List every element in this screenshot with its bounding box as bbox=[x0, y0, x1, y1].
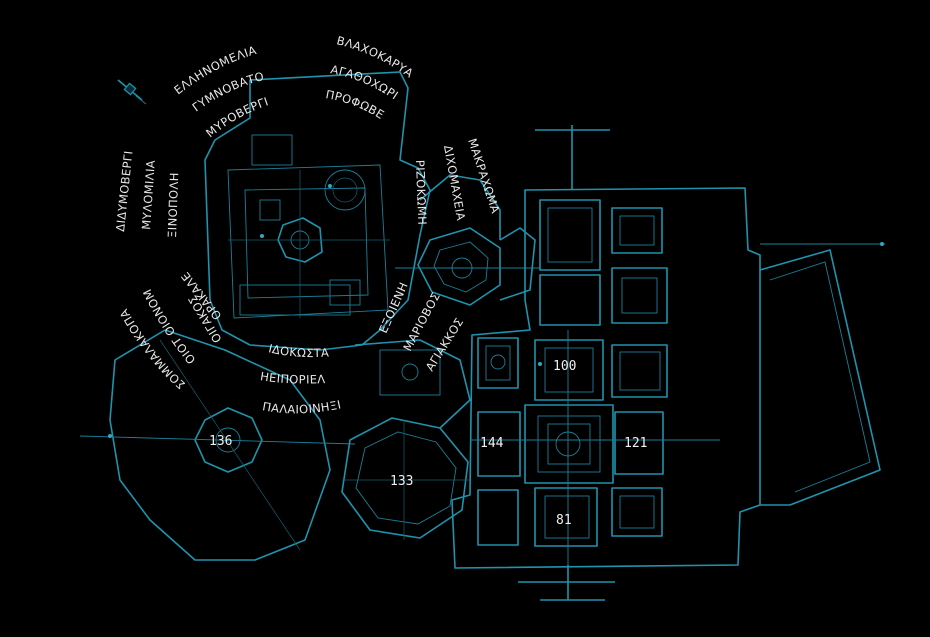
place-label: ΔΙΔΥΜΟΒΕΡΓΙ bbox=[113, 150, 135, 232]
room-number: 100 bbox=[553, 359, 576, 374]
room-numbers: 100 136 144 121 133 81 bbox=[209, 359, 647, 528]
room-number: 81 bbox=[556, 513, 572, 528]
place-labels: ΕΛΛΗΝΟΜΕΛΙΑ ΓΥΜΝΟΒΑΤΟ ΜΥΡΟΒΕΡΓΙ ΒΛΑΧΟΚΑΡ… bbox=[113, 33, 503, 416]
place-label: ΜΥΛΟΜΙΛΙΑ bbox=[139, 159, 158, 230]
room-number: 136 bbox=[209, 434, 232, 449]
place-label: ΗΕΙΠΟΡΙΕΛ bbox=[259, 369, 325, 386]
place-label: ΡΙΖΟΚΩΜΗ bbox=[413, 160, 429, 226]
place-label: ΠΑΛΑΙΟΙΝΗΞΙ bbox=[261, 397, 342, 416]
place-label: ΞΙΝΟΠΟΛΗ bbox=[165, 172, 181, 238]
room-number: 121 bbox=[624, 436, 647, 451]
building-outlines bbox=[79, 71, 885, 601]
place-label: ΔΙΧΟΜΑΧΕΙΑ bbox=[441, 144, 468, 222]
north-arrow-icon bbox=[117, 79, 147, 105]
room-number: 133 bbox=[390, 474, 413, 489]
room-number: 144 bbox=[480, 436, 504, 451]
place-label: ΜΑΚΡΑΧΩΜΑ bbox=[465, 137, 502, 216]
place-label: ΙΔΟΚΩΣΤΑ bbox=[267, 341, 329, 360]
place-label: ΕΞΟΙΕΝΗ bbox=[376, 280, 411, 335]
